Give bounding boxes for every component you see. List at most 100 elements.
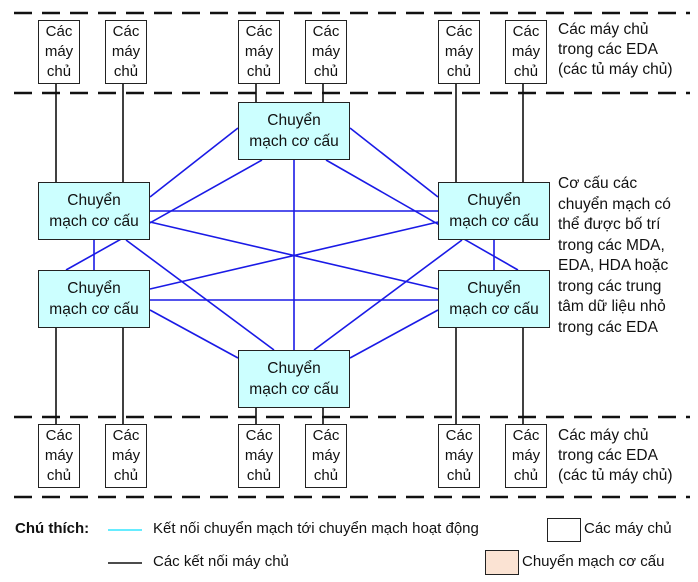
server-label-line: chủ [446,63,472,80]
switch-link-upper-left-to-bottom [125,239,275,351]
fabric-switch-upper-right: Chuyển mạch cơ cấu [438,182,550,240]
server-rack-top-2: Các máy chủ [105,20,147,84]
server-label-line: Các [312,427,340,444]
switch-label-line: Chuyển [267,360,321,377]
server-label-line: máy [44,43,74,60]
legend-title: Chú thích: [15,520,90,537]
server-label-line: máy [444,447,474,464]
server-label-line: máy [111,43,141,60]
switch-label-line: Chuyển [267,112,321,129]
server-rack-bottom-2: Các máy chủ [105,424,147,488]
server-label-line: chủ [246,63,272,80]
switch-label-line: Chuyển [467,280,521,297]
note-line: trong các EDA [558,447,658,464]
server-label-line: chủ [46,63,72,80]
fabric-switch-lower-left: Chuyển mạch cơ cấu [38,270,150,328]
server-label-line: Các [245,23,273,40]
legend-switch-box-swatch [485,550,519,575]
bottom-servers-note: Các máy chủ trong các EDA (các tủ máy ch… [558,426,673,486]
server-label-line: chủ [513,63,539,80]
switch-label-line: mạch cơ cấu [49,301,139,318]
note-line: (các tủ máy chủ) [558,467,673,484]
server-rack-top-5: Các máy chủ [438,20,480,84]
switch-link-top-to-upper-left [149,127,239,198]
note-line: EDA, HDA hoặc [558,257,669,274]
switch-link-top-to-lower-left [65,159,263,271]
legend-server-box-swatch [547,518,581,542]
switch-label-line: mạch cơ cấu [449,213,539,230]
server-links [55,84,524,424]
server-label-line: chủ [446,467,472,484]
legend-switch-link-label: Kết nối chuyển mạch tới chuyển mạch hoạt… [153,520,479,537]
legend-server-box-label: Các máy chủ [584,520,672,537]
switch-label-line: mạch cơ cấu [449,301,539,318]
server-label-line: Các [312,23,340,40]
server-label-line: chủ [513,467,539,484]
fabric-note: Cơ cấu các chuyển mạch có thể được bố tr… [558,174,671,338]
fabric-switch-lower-right: Chuyển mạch cơ cấu [438,270,550,328]
server-rack-bottom-1: Các máy chủ [38,424,80,488]
server-label-line: máy [244,447,274,464]
server-label-line: máy [444,43,474,60]
server-rack-top-3: Các máy chủ [238,20,280,84]
note-line: tâm dữ liệu nhỏ [558,298,666,315]
server-rack-bottom-5: Các máy chủ [438,424,480,488]
server-label-line: Các [445,427,473,444]
server-label-line: máy [244,43,274,60]
server-label-line: Các [445,23,473,40]
server-rack-bottom-6: Các máy chủ [505,424,547,488]
server-label-line: máy [44,447,74,464]
server-label-line: Các [245,427,273,444]
switch-label-line: mạch cơ cấu [249,381,339,398]
fabric-switch-top: Chuyển mạch cơ cấu [238,102,350,160]
switch-label-line: mạch cơ cấu [249,133,339,150]
note-line: trong các EDA [558,318,658,336]
dashed-dividers [14,11,690,499]
switch-link-upper-right-to-bottom [313,239,463,351]
switch-label-line: Chuyển [67,192,121,209]
top-servers-note: Các máy chủ trong các EDA (các tủ máy ch… [558,20,673,80]
server-label-line: máy [111,447,141,464]
fabric-switch-bottom: Chuyển mạch cơ cấu [238,350,350,408]
switch-link-lower-left-to-bottom [149,309,239,359]
note-line: trong các EDA [558,41,658,58]
note-line: Các máy chủ [558,427,649,444]
note-line: chuyển mạch có [558,195,671,213]
switch-label-line: Chuyển [467,192,521,209]
switch-label-line: Chuyển [67,280,121,297]
server-label-line: Các [112,427,140,444]
switch-link-top-to-upper-right [349,127,439,198]
note-line: trong các trung [558,277,662,295]
switch-link-top-to-lower-right [325,159,519,271]
fabric-switch-upper-left: Chuyển mạch cơ cấu [38,182,150,240]
server-label-line: chủ [113,63,139,80]
server-label-line: Các [112,23,140,40]
legend-switch-box-label: Chuyển mạch cơ cấu [522,553,665,570]
switch-links [65,127,519,359]
server-label-line: máy [511,43,541,60]
server-label-line: chủ [246,467,272,484]
server-rack-top-6: Các máy chủ [505,20,547,84]
legend-server-link-label: Các kết nối máy chủ [153,553,289,570]
server-label-line: Các [45,23,73,40]
server-rack-top-1: Các máy chủ [38,20,80,84]
switch-link-lower-right-to-bottom [349,309,439,359]
server-label-line: chủ [313,467,339,484]
server-label-line: Các [45,427,73,444]
note-line: (các tủ máy chủ) [558,61,673,78]
server-label-line: máy [511,447,541,464]
note-line: Cơ cấu các [558,175,638,192]
server-label-line: chủ [46,467,72,484]
note-line: thể được bố trí [558,216,661,233]
server-label-line: Các [512,23,540,40]
server-label-line: Các [512,427,540,444]
switch-label-line: mạch cơ cấu [49,213,139,230]
note-line: trong các MDA, [558,236,665,254]
legend-lines [108,529,142,564]
note-line: Các máy chủ [558,21,649,38]
server-label-line: chủ [113,467,139,484]
switch-link-upper-right-to-lower-left [149,221,439,290]
server-label-line: máy [311,43,341,60]
